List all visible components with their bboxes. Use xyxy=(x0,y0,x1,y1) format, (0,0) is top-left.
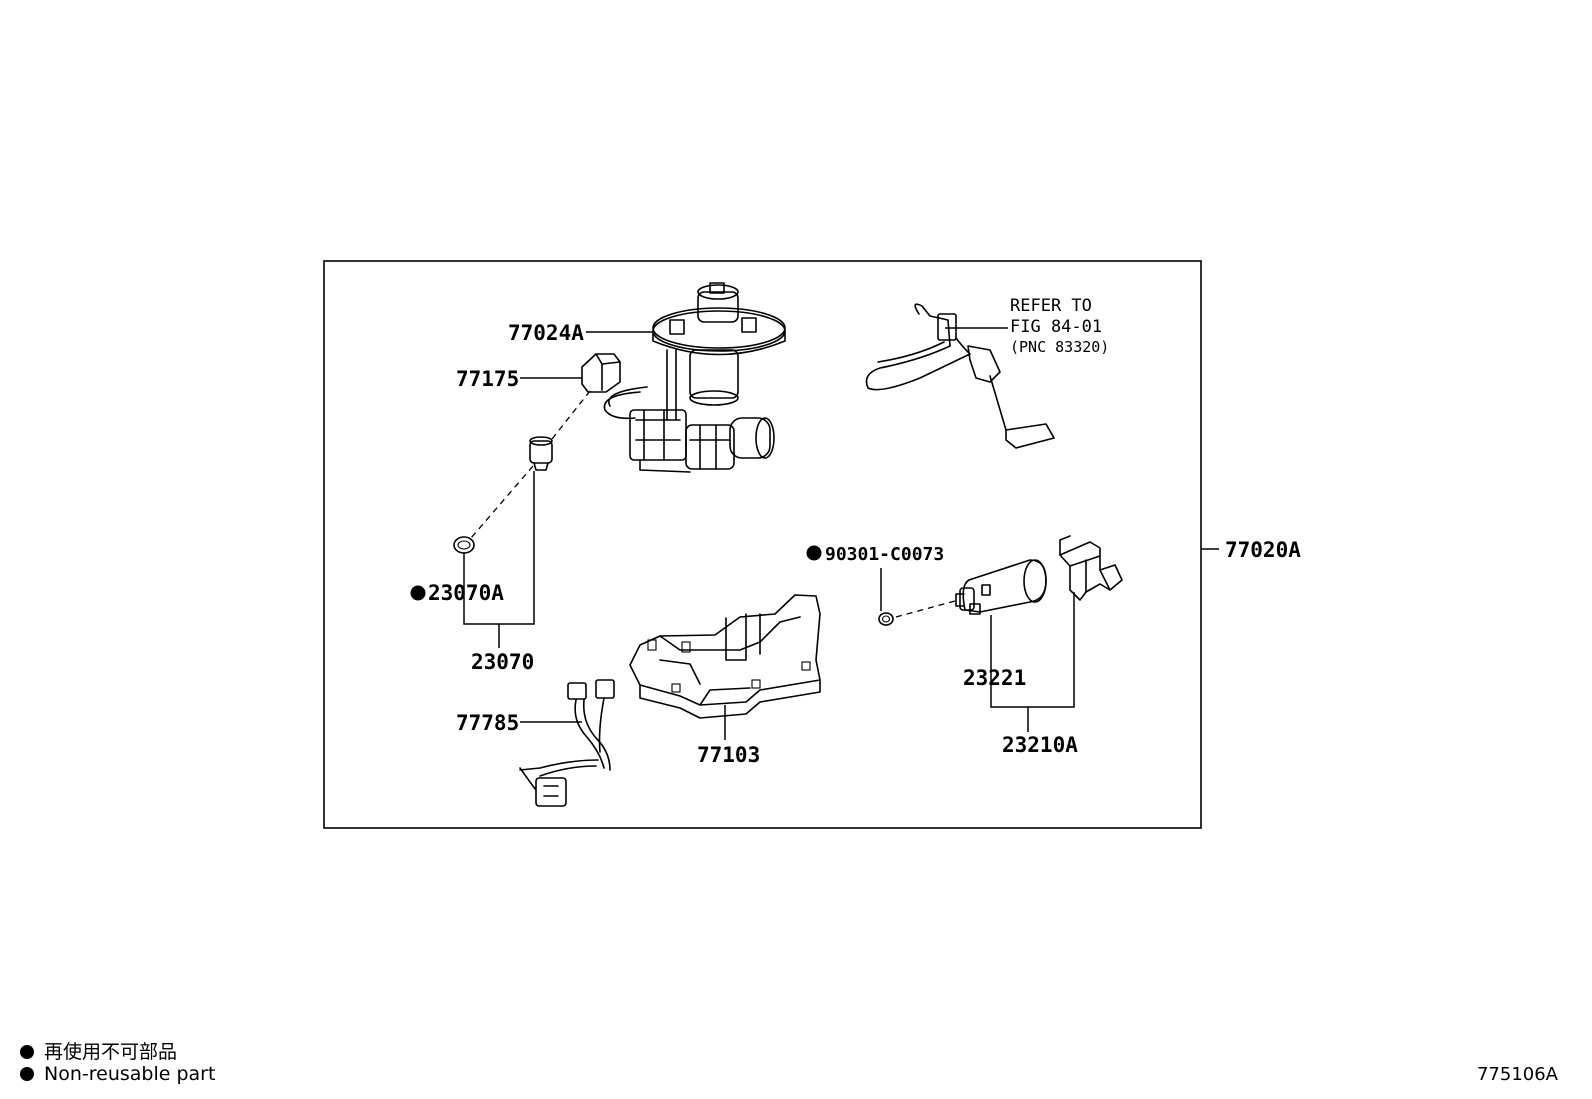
plug-drawing xyxy=(529,436,553,471)
refer-note-line2[interactable]: FIG 84-01 xyxy=(1010,317,1102,337)
fuel-pump-bracket-drawing xyxy=(603,282,786,473)
fuel-cup-drawing xyxy=(629,594,821,719)
refer-note-line1: REFER TO xyxy=(1010,296,1092,316)
legend-dot-icon xyxy=(20,1045,34,1059)
legend-text-ja: 再使用不可部品 xyxy=(44,1041,178,1063)
label-77785[interactable]: 77785 xyxy=(456,711,519,735)
label-23070[interactable]: 23070 xyxy=(471,650,534,674)
o-ring-drawing xyxy=(453,536,475,554)
legend-text-en: Non-reusable part xyxy=(44,1063,216,1085)
legend-non-reusable-en: Non-reusable part xyxy=(20,1063,215,1085)
wire-harness-drawing xyxy=(519,679,615,807)
gasket-drawing xyxy=(878,612,894,626)
label-23221[interactable]: 23221 xyxy=(963,666,1026,690)
leader-lines xyxy=(463,327,1219,740)
label-90301-C0073[interactable]: 90301-C0073 xyxy=(825,544,944,565)
legend-non-reusable-ja: 再使用不可部品 xyxy=(20,1037,177,1064)
non-reusable-dot-90301 xyxy=(806,545,822,561)
sender-gauge-drawing xyxy=(865,303,1055,449)
non-reusable-dot-23070A xyxy=(410,585,426,601)
connector-cover-drawing xyxy=(581,353,621,393)
label-23070A[interactable]: 23070A xyxy=(428,581,504,605)
label-23210A[interactable]: 23210A xyxy=(1002,733,1078,757)
pump-bracket-drawing xyxy=(1059,535,1123,601)
fuel-pump-drawing xyxy=(955,559,1047,615)
label-77175[interactable]: 77175 xyxy=(456,367,519,391)
refer-note-line3: (PNC 83320) xyxy=(1010,338,1109,356)
diagram-code: 775106A xyxy=(1476,1064,1558,1085)
label-77020A[interactable]: 77020A xyxy=(1225,538,1301,562)
assembly-frame xyxy=(323,260,1202,829)
label-77024A[interactable]: 77024A xyxy=(508,321,584,345)
legend-dot-icon xyxy=(20,1067,34,1081)
label-77103[interactable]: 77103 xyxy=(697,743,760,767)
